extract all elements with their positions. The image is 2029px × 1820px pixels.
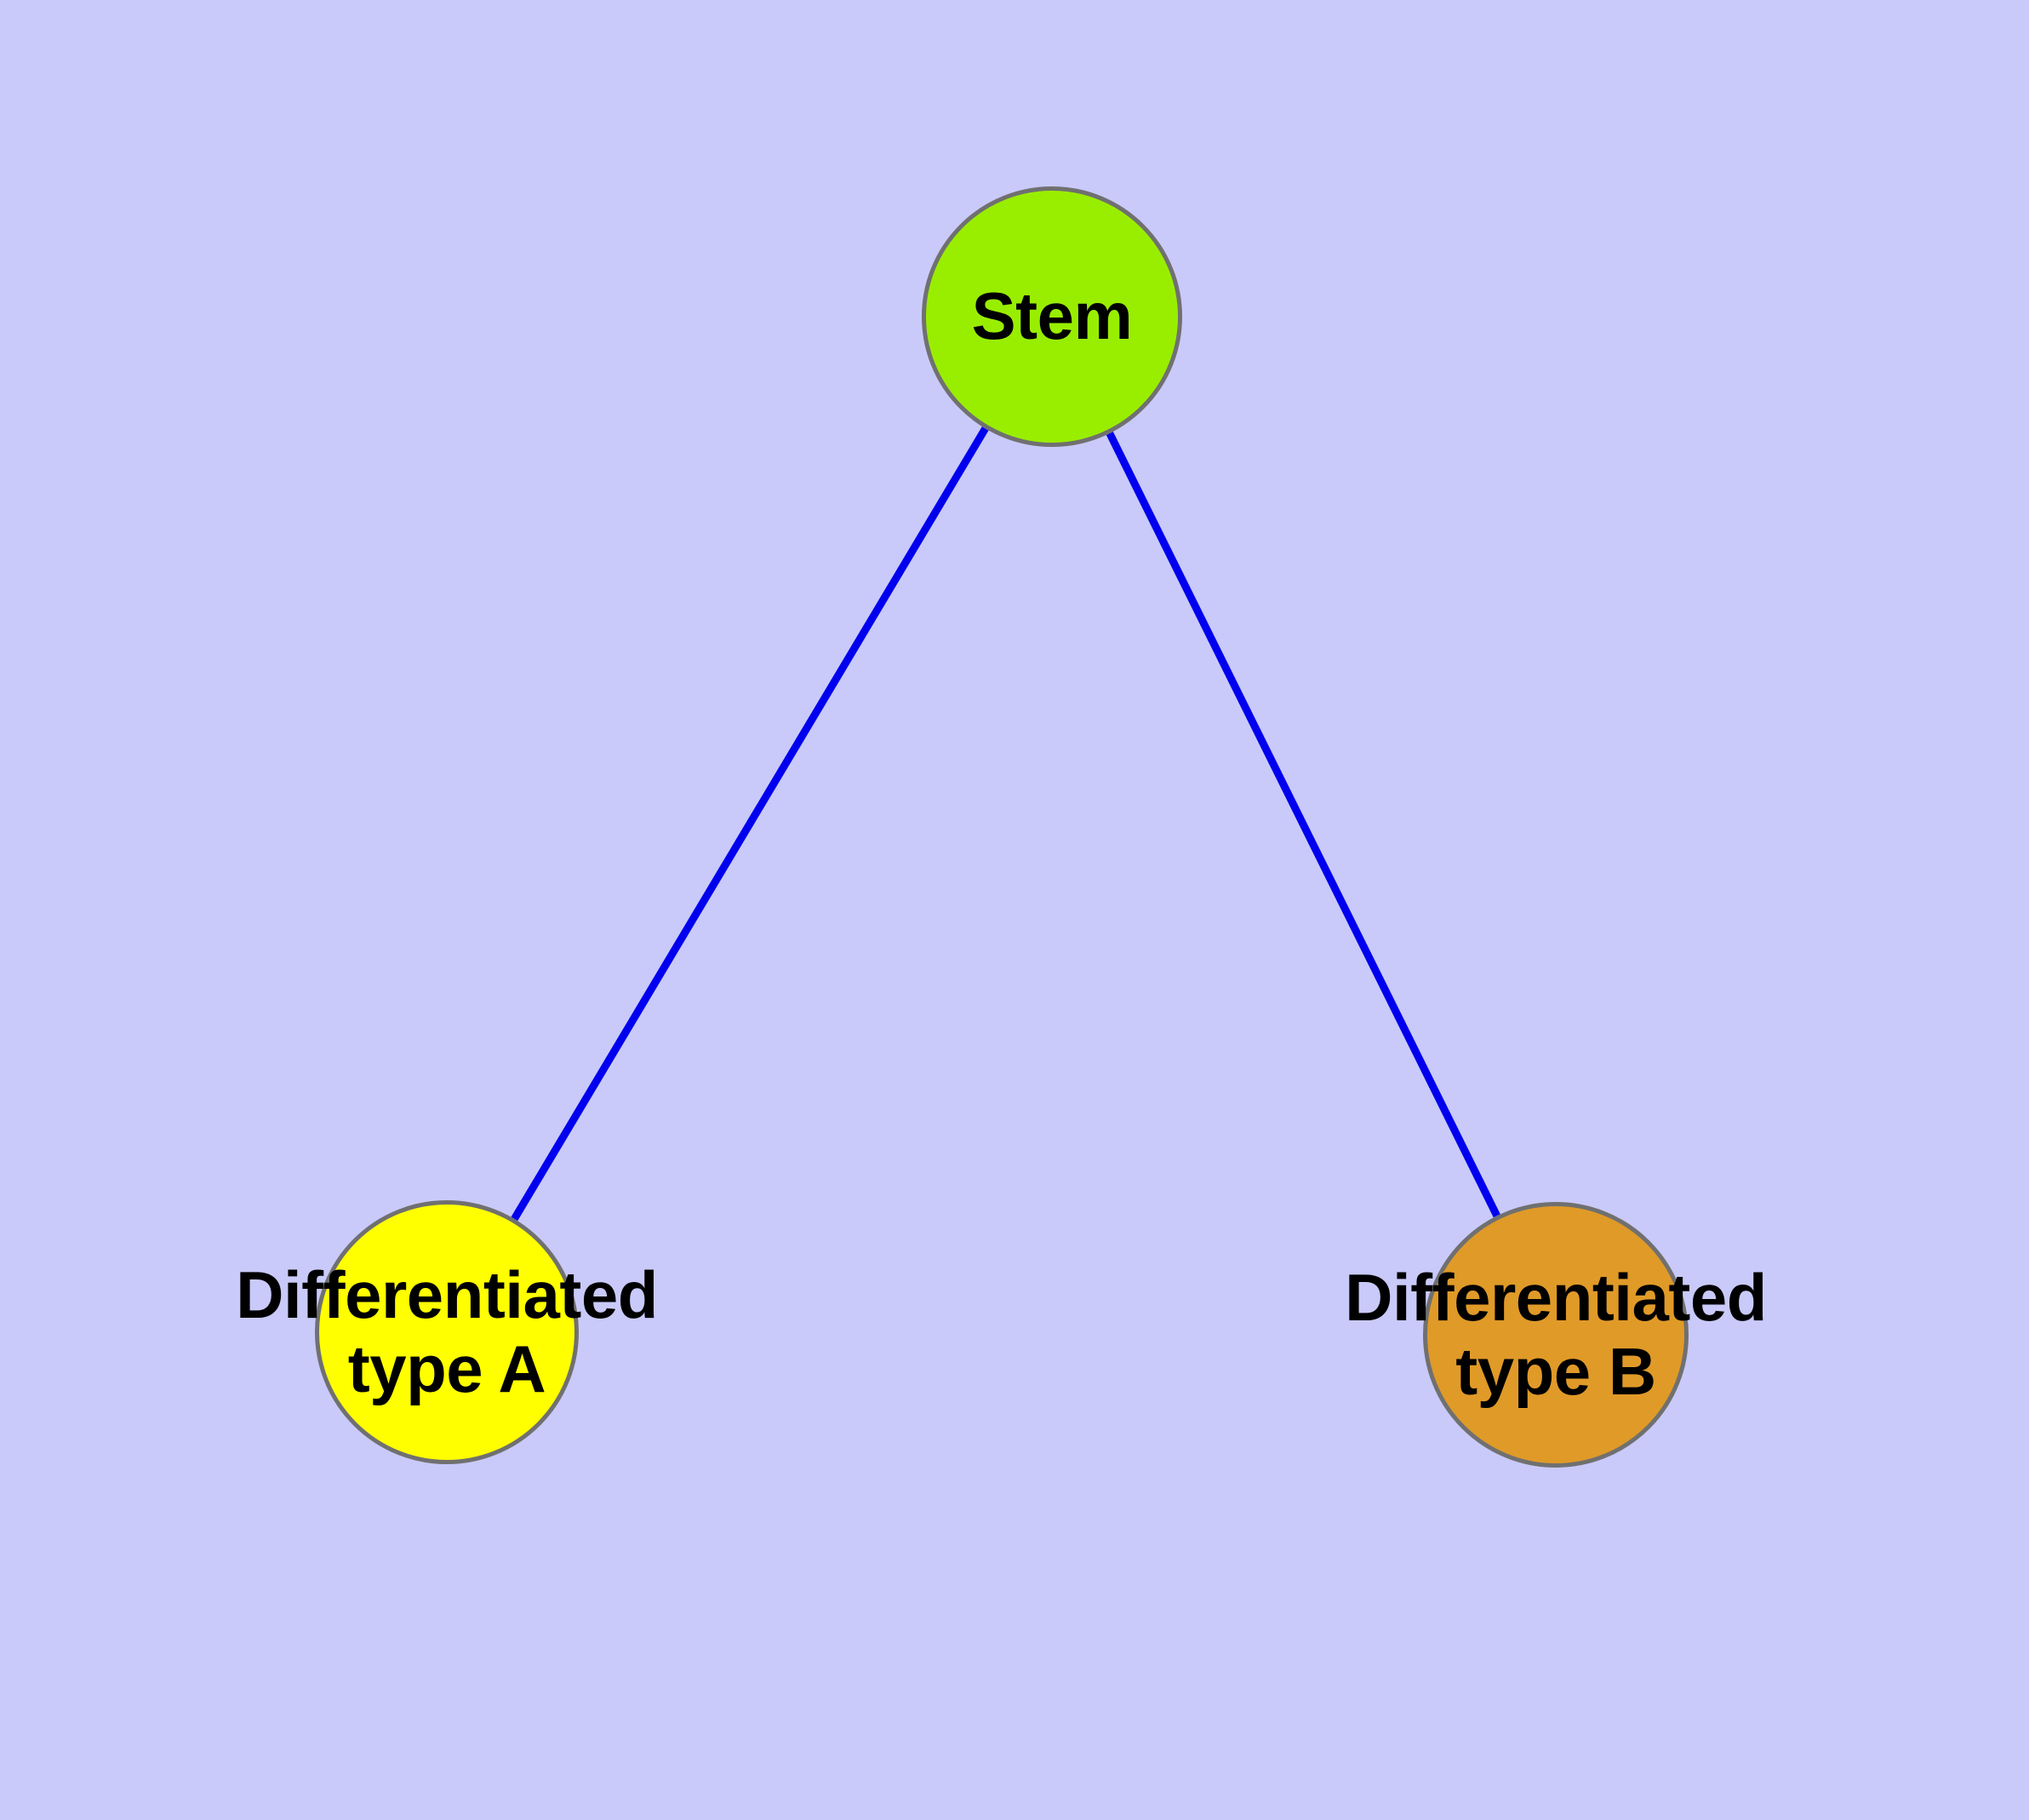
node-differentiated-type-b[interactable] xyxy=(1423,1202,1689,1468)
node-differentiated-type-a[interactable] xyxy=(315,1200,579,1464)
edge-stem-to-differentiated-type-b xyxy=(1106,432,1500,1218)
node-stem[interactable] xyxy=(922,186,1182,447)
edge-stem-to-differentiated-type-a xyxy=(511,426,989,1222)
